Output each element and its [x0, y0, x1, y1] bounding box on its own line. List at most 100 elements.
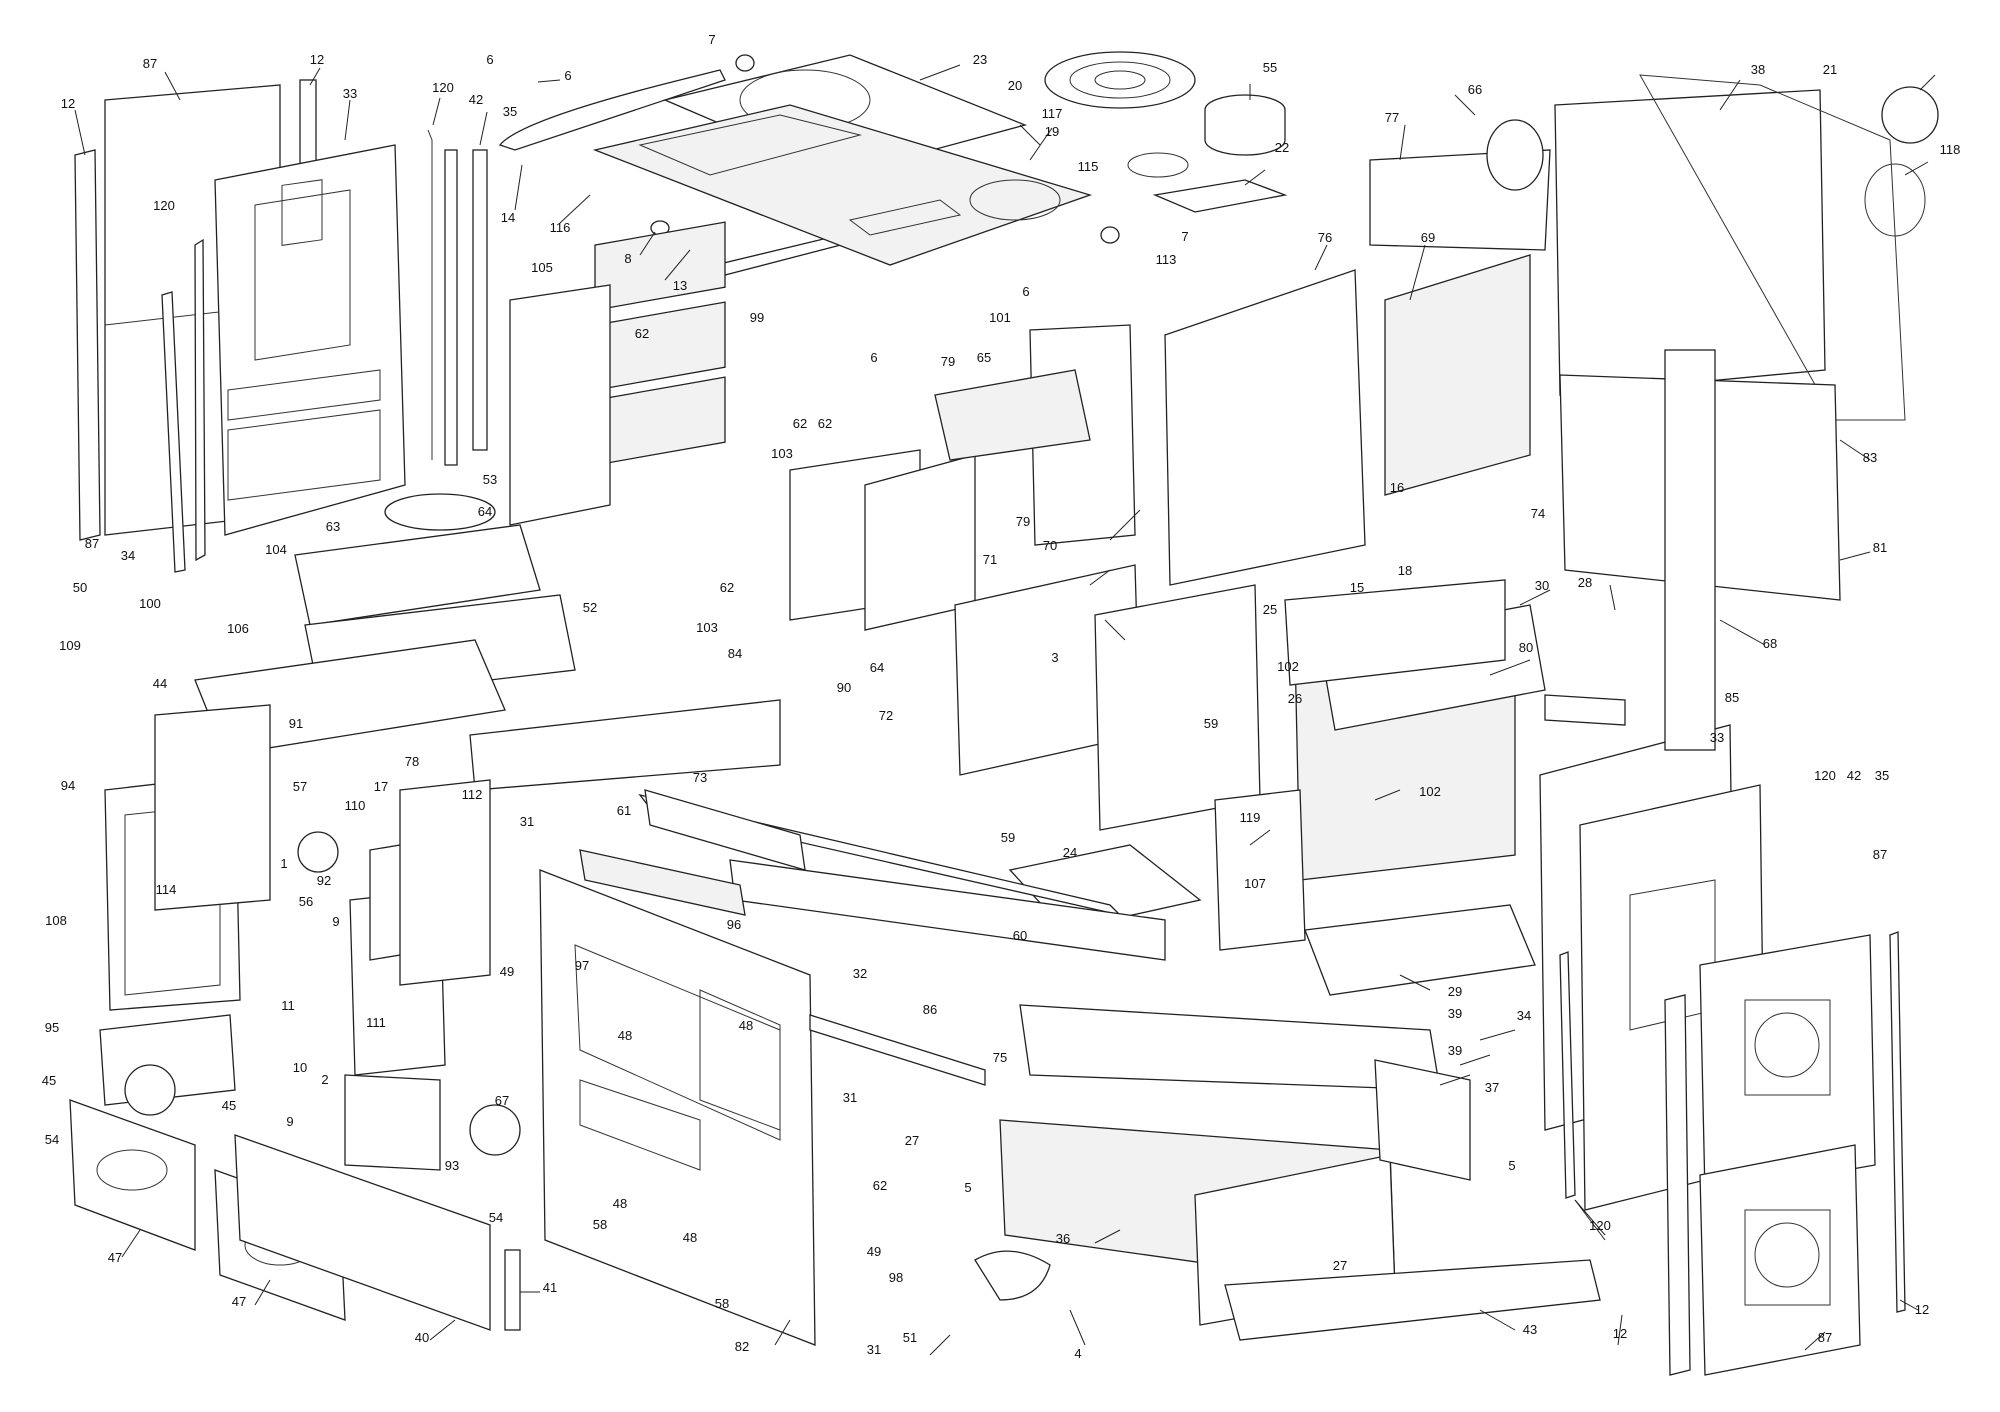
callout: 102 [1419, 784, 1441, 799]
callout: 109 [59, 638, 81, 653]
grate-53 [384, 493, 496, 531]
callout: 67 [495, 1093, 509, 1108]
rail-86 [809, 1014, 986, 1086]
column-12-right [1664, 994, 1691, 1376]
panel-40 [234, 1134, 491, 1331]
callout: 1 [280, 856, 287, 871]
callout: 120 [1589, 1218, 1611, 1233]
door-93 [344, 1074, 441, 1171]
collar-55 [1204, 94, 1286, 156]
callout: 34 [1517, 1008, 1531, 1023]
callout: 6 [1022, 284, 1029, 299]
callout: 29 [1448, 984, 1462, 999]
callout: 52 [583, 600, 597, 615]
callout: 7 [708, 32, 715, 47]
callout: 57 [293, 779, 307, 794]
callout: 35 [503, 104, 517, 119]
callout: 42 [469, 92, 483, 107]
callout: 8 [624, 251, 631, 266]
base-43 [1224, 1259, 1601, 1341]
callout: 16 [1390, 480, 1404, 495]
callout: 81 [1873, 540, 1887, 555]
callout: 40 [415, 1330, 429, 1345]
poker-51 [974, 1250, 1051, 1301]
callout: 70 [1043, 538, 1057, 553]
callout: 62 [635, 326, 649, 341]
panel-37 [1374, 1059, 1471, 1181]
callout: 116 [550, 220, 571, 235]
callout: 118 [1940, 142, 1961, 157]
callout: 72 [879, 708, 893, 723]
side-frame-33 [214, 144, 406, 536]
callout: 60 [1013, 928, 1027, 943]
callout: 49 [867, 1244, 881, 1259]
column-68 [1664, 349, 1716, 751]
callout: 45 [222, 1098, 236, 1113]
callout: 6 [564, 68, 571, 83]
callout: 110 [345, 798, 366, 813]
panel-47a [69, 1099, 196, 1251]
callout: 119 [1240, 810, 1261, 825]
panel-76 [1164, 269, 1366, 586]
front-panel-82 [539, 869, 816, 1346]
callout: 23 [973, 52, 987, 67]
callout: 7 [1181, 229, 1188, 244]
callout: 66 [1468, 82, 1482, 97]
callout: 41 [543, 1280, 557, 1295]
door-87-upper [1699, 934, 1876, 1196]
callout: 27 [905, 1133, 919, 1148]
callout: 31 [867, 1342, 881, 1357]
callout: 3 [1051, 650, 1058, 665]
callout: 48 [683, 1230, 697, 1245]
callout: 15 [1350, 580, 1364, 595]
bracket-28 [1544, 694, 1626, 726]
door-112 [399, 779, 491, 986]
vent-54 [469, 1104, 521, 1156]
callout: 4 [1074, 1346, 1081, 1361]
callout: 86 [923, 1002, 937, 1017]
callout: 94 [61, 778, 75, 793]
callout: 36 [1056, 1231, 1070, 1246]
callout: 17 [374, 779, 388, 794]
callout: 18 [1398, 563, 1412, 578]
callout: 27 [1333, 1258, 1347, 1273]
callout: 2 [321, 1072, 328, 1087]
panel-105 [509, 284, 611, 526]
strip-120 [194, 238, 206, 562]
oven-door-3 [1094, 584, 1261, 831]
callout: 33 [1710, 730, 1724, 745]
callout: 54 [489, 1210, 503, 1225]
callout: 12 [1613, 1326, 1627, 1341]
callout: 117 [1042, 106, 1063, 121]
callout: 62 [873, 1178, 887, 1193]
callout: 35 [1875, 768, 1889, 783]
callout-labels: 87 12 33 12 120 42 6 35 6 7 23 20 55 66 … [42, 32, 1961, 1361]
callout: 113 [1156, 252, 1177, 267]
callout: 90 [837, 680, 851, 695]
callout: 45 [42, 1073, 56, 1088]
plate-30 [1284, 579, 1506, 686]
bracket-96 [579, 849, 746, 916]
callout: 43 [1523, 1322, 1537, 1337]
callout: 85 [1725, 690, 1739, 705]
door-87-lower [1699, 1144, 1861, 1376]
callout: 87 [143, 56, 157, 71]
callout: 6 [870, 350, 877, 365]
callout: 106 [227, 621, 249, 636]
strip-41 [504, 1249, 521, 1331]
rail-14 [498, 69, 726, 151]
frame-19 [592, 104, 1093, 266]
callout: 76 [1318, 230, 1332, 245]
callout: 26 [1288, 691, 1302, 706]
callout: 5 [1508, 1158, 1515, 1173]
bushing-7b [1100, 226, 1120, 244]
callout: 62 [818, 416, 832, 431]
callout: 73 [693, 770, 707, 785]
callout: 22 [1275, 140, 1289, 155]
callout: 87 [1873, 847, 1887, 862]
callout: 104 [265, 542, 287, 557]
callout: 49 [500, 964, 514, 979]
grille-62 [594, 221, 726, 311]
callout: 37 [1485, 1080, 1499, 1095]
callout: 56 [299, 894, 313, 909]
